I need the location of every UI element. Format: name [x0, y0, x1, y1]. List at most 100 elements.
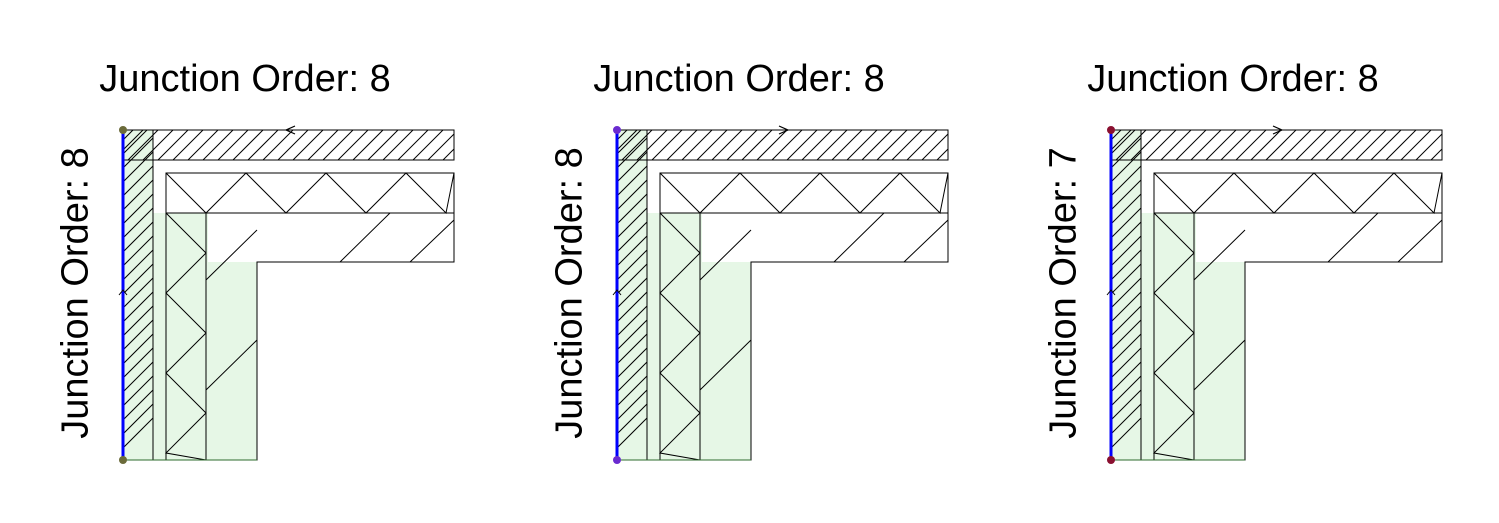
hatch-line [202, 129, 234, 161]
hatch-line [616, 375, 648, 407]
highlighted-wall-region [1111, 130, 1245, 460]
hatch-line [1110, 179, 1142, 211]
hatch-line [292, 129, 324, 161]
hatch-line [1235, 129, 1267, 161]
hatch-line [307, 129, 339, 161]
hatch-line [1110, 129, 1122, 141]
direction-arrow [284, 125, 296, 135]
hatch-line [741, 129, 773, 161]
hatch-line [1190, 129, 1222, 161]
core-hatch-line [699, 229, 752, 281]
hatch-line [616, 417, 648, 449]
hatch-line [122, 417, 154, 449]
hatch-line [726, 129, 758, 161]
hatch-line [122, 129, 148, 155]
hatch-line [122, 151, 154, 183]
hatch-line [1415, 133, 1443, 161]
hatch-line [651, 129, 683, 161]
hatch-line [397, 129, 429, 161]
hatch-line [122, 347, 154, 379]
hatch-line [122, 165, 154, 197]
corner-dot [613, 456, 621, 464]
wall-junction-drawing [1106, 125, 1443, 464]
hatch-line [1110, 249, 1142, 281]
hatch-line [1110, 319, 1142, 351]
hatch-line [122, 137, 154, 169]
hatch-line [1110, 193, 1142, 225]
hatch-line [1370, 129, 1402, 161]
hatch-line [936, 148, 949, 161]
hatch-line [861, 129, 893, 161]
hatch-line [1295, 129, 1327, 161]
hatch-line [616, 235, 648, 267]
core-hatch-line [903, 219, 949, 263]
hatch-line [921, 133, 949, 161]
hatch-line [262, 129, 294, 161]
hatch-line [891, 129, 923, 161]
hatch-line [1110, 263, 1142, 295]
hatch-line [122, 277, 154, 309]
corner-dot [1107, 126, 1115, 134]
corner-dot [613, 126, 621, 134]
top-insulation-layer [1153, 172, 1443, 214]
hatch-line [122, 207, 154, 239]
hatch-line [616, 207, 648, 239]
wall-junction-drawing [612, 125, 949, 464]
junction-geometry [612, 125, 949, 464]
top-insulation-layer [659, 172, 949, 214]
hatch-line [1250, 129, 1282, 161]
hatch-line [1355, 129, 1387, 161]
hatch-line [1145, 129, 1177, 161]
top-junction-label: Junction Order: 8 [593, 58, 885, 100]
hatch-line [122, 291, 154, 323]
core-hatch-line [1327, 212, 1379, 263]
hatch-line [1280, 129, 1312, 161]
hatch-line [711, 129, 743, 161]
hatch-line [1110, 165, 1142, 197]
core-hatch-line [205, 229, 258, 281]
hatch-line [1110, 347, 1142, 379]
hatch-line [1205, 129, 1237, 161]
hatch-line [771, 129, 803, 161]
core-hatch-line [833, 212, 885, 263]
hatch-line [217, 129, 249, 161]
hatch-line [1110, 305, 1142, 337]
hatch-line [187, 129, 219, 161]
hatch-line [122, 193, 154, 225]
hatch-line [1110, 151, 1142, 183]
hatch-line [1110, 129, 1132, 151]
hatch-line [816, 129, 848, 161]
hatch-line [1110, 235, 1142, 267]
hatch-line [1325, 129, 1357, 161]
hatch-line [1175, 129, 1207, 161]
hatch-line [616, 129, 638, 151]
hatch-line [1400, 129, 1432, 161]
hatch-line [616, 129, 642, 155]
hatch-line [322, 129, 354, 161]
hatch-line [122, 235, 154, 267]
corner-dot [1107, 456, 1115, 464]
hatch-line [1110, 129, 1136, 155]
hatch-line [616, 319, 648, 351]
direction-arrow [1106, 289, 1116, 296]
core-hatch-line [205, 339, 258, 391]
hatch-line [1110, 403, 1142, 435]
insulation-zigzag [1152, 212, 1195, 461]
direction-arrow [612, 289, 622, 296]
hatch-line [1430, 148, 1443, 161]
insulation-zigzag [658, 212, 701, 461]
junction-geometry [1106, 125, 1443, 464]
hatch-line [122, 263, 154, 295]
hatch-line [846, 129, 878, 161]
hatch-line [122, 375, 154, 407]
hatch-line [801, 129, 833, 161]
hatch-line [756, 129, 788, 161]
wall-junction-drawing [118, 125, 455, 464]
top-junction-label: Junction Order: 8 [99, 58, 391, 100]
hatch-line [122, 389, 154, 421]
hatch-line [1110, 361, 1142, 393]
hatch-line [247, 129, 279, 161]
hatch-line [876, 129, 908, 161]
hatch-line [616, 221, 648, 253]
hatch-line [616, 249, 648, 281]
